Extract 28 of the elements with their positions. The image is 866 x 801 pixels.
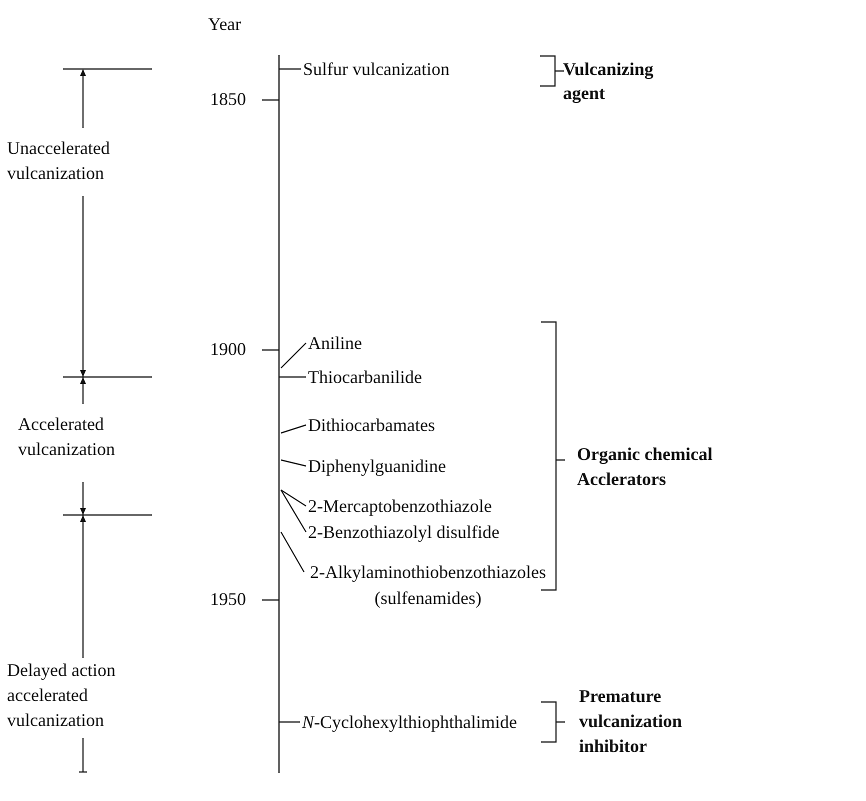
leader-line xyxy=(280,532,305,572)
leader-line xyxy=(280,424,306,434)
period-label: Delayed action accelerated vulcanization xyxy=(7,659,116,732)
compound-label: Diphenylguanidine xyxy=(308,453,446,479)
compound-label: Aniline xyxy=(308,330,362,356)
compound-label: Dithiocarbamates xyxy=(308,412,435,438)
year-label: 1950 xyxy=(210,588,247,611)
compound-label: 2-Alkylaminothiobenzothiazoles (sulfenamides) xyxy=(306,559,550,611)
compound-label: 2-Mercaptobenzothiazole xyxy=(308,493,492,519)
year-label: 1900 xyxy=(210,338,247,361)
compound-label: Sulfur vulcanization xyxy=(303,56,450,82)
leader-line xyxy=(280,490,307,532)
leader-line xyxy=(279,721,300,723)
category-label: Vulcanizing agent xyxy=(563,58,654,105)
axis-title: Year xyxy=(208,13,242,36)
leader-line xyxy=(280,490,306,506)
period-label: Accelerated vulcanization xyxy=(18,413,116,461)
compound-label: 2-Benzothiazolyl disulfide xyxy=(308,519,500,545)
leader-line xyxy=(280,459,306,467)
leader-line xyxy=(279,68,301,70)
compound-label: Thiocarbanilide xyxy=(308,364,422,390)
period-label: Unaccelerated vulcanization xyxy=(7,137,111,185)
compound-label: N-Cyclohexylthiophthalimide xyxy=(302,709,517,735)
leader-line xyxy=(280,342,306,368)
category-label: Premature vulcanization inhibitor xyxy=(579,685,684,758)
leader-line xyxy=(279,376,306,378)
year-label: 1850 xyxy=(210,88,247,111)
category-label: Organic chemical Acclerators xyxy=(577,443,714,491)
